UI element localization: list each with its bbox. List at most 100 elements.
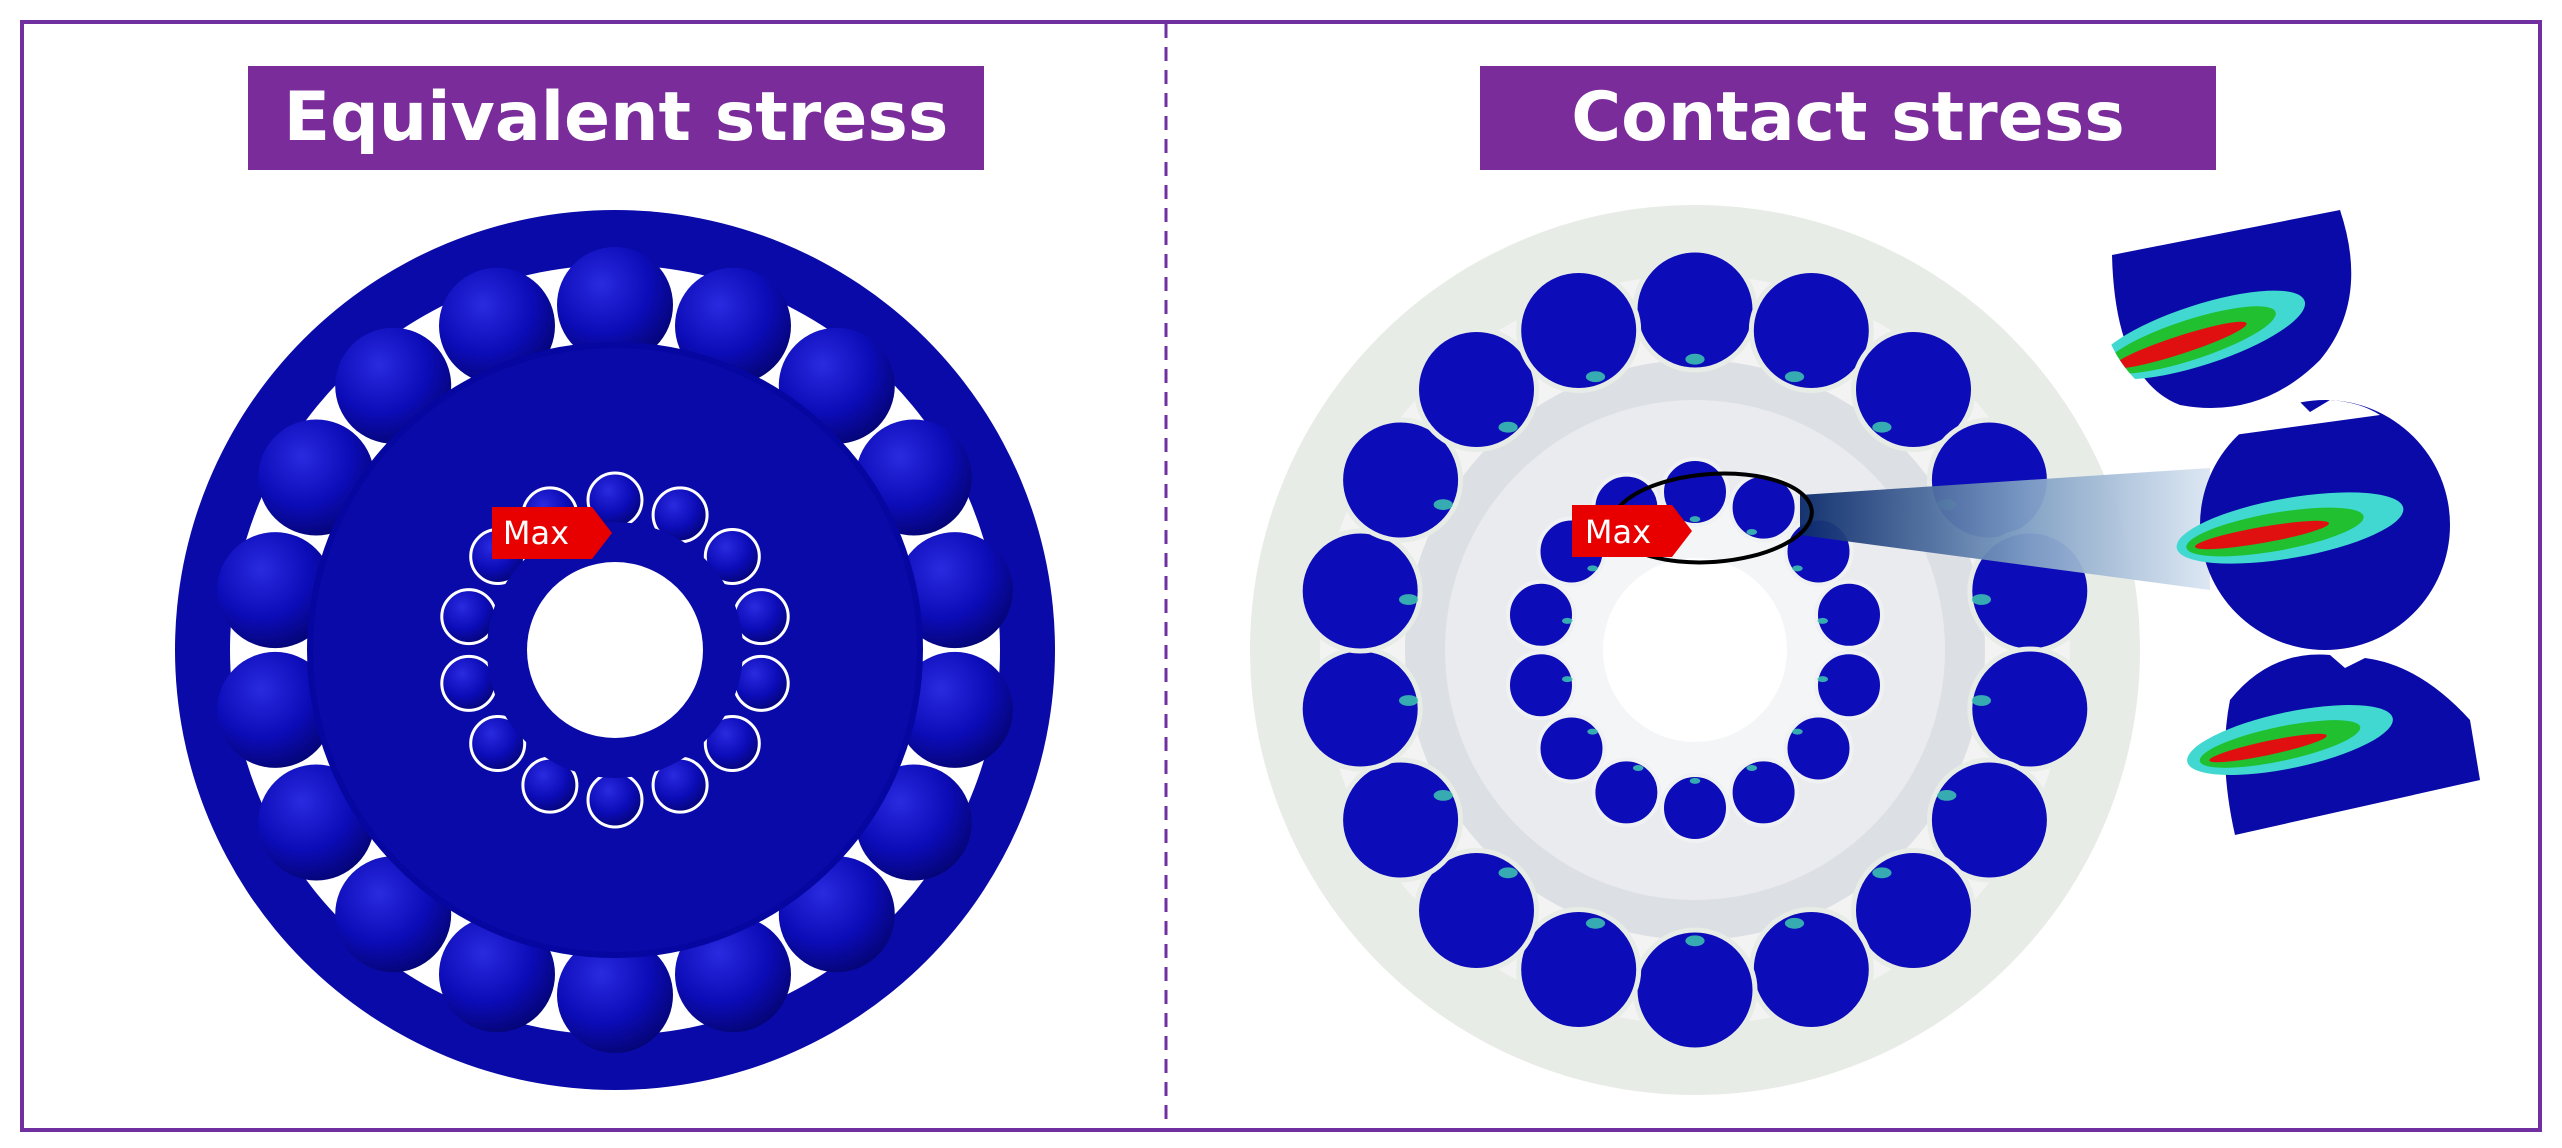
- contact-spot: [1817, 676, 1828, 683]
- bearing-left: [175, 210, 1055, 1090]
- rolling-ball: [732, 588, 790, 646]
- panel-title-right: Contact stress: [1571, 78, 2125, 157]
- contact-spot: [1685, 353, 1705, 365]
- contact-spot: [1689, 516, 1701, 523]
- figure-frame: [20, 20, 2542, 1132]
- rolling-ball: [440, 588, 498, 646]
- contact-spot: [1937, 790, 1957, 801]
- rolling-ball: [703, 528, 761, 585]
- rolling-ball: [1728, 757, 1799, 828]
- rolling-ball: [1926, 757, 2052, 883]
- contact-spot: [1433, 499, 1453, 510]
- rolling-ball: [557, 247, 673, 363]
- max-label-left: Max: [503, 514, 569, 552]
- contact-spot: [1784, 371, 1805, 383]
- rolling-ball: [1728, 472, 1799, 543]
- rolling-ball: [1748, 907, 1874, 1032]
- detail-ball-bottom: [2187, 654, 2480, 835]
- rolling-ball: [1660, 773, 1730, 843]
- rolling-ball: [732, 654, 790, 712]
- rolling-ball: [1297, 528, 1423, 654]
- contact-spot: [1872, 421, 1892, 433]
- rolling-ball: [1414, 327, 1539, 452]
- rolling-ball: [675, 916, 791, 1033]
- middle-ring-shade: [307, 342, 923, 958]
- contact-spot: [1971, 695, 1991, 706]
- contact-spot: [1971, 594, 1991, 605]
- bore-hole: [527, 562, 703, 738]
- contact-spot: [1433, 790, 1453, 801]
- outer-ball-row: [217, 247, 1013, 1053]
- bore-hole-right: [1603, 558, 1787, 742]
- contact-spot: [1792, 728, 1803, 735]
- rolling-ball: [1516, 268, 1642, 393]
- max-label-right: Max: [1585, 513, 1651, 551]
- contact-spot: [1689, 777, 1701, 784]
- contact-spot: [1746, 529, 1758, 535]
- max-marker-right: Max: [1572, 505, 1692, 557]
- contact-spot: [1792, 565, 1803, 572]
- hotspot-top-red: [2113, 321, 2247, 369]
- contact-spot: [1399, 695, 1419, 706]
- contact-spot: [1498, 421, 1518, 433]
- panel-contact-stress: Contact stress Max: [1250, 66, 2480, 1095]
- detail-ball-middle: [2176, 400, 2450, 650]
- rolling-ball: [896, 651, 1013, 768]
- bearing-right: [1250, 205, 2140, 1095]
- contact-spot: [1585, 371, 1606, 383]
- rolling-ball: [1297, 646, 1423, 772]
- rolling-ball: [1632, 927, 1758, 1053]
- panel-title-left: Equivalent stress: [284, 78, 949, 157]
- max-flag-left: [492, 507, 612, 559]
- max-marker-left: Max: [492, 507, 612, 559]
- hotspot-bot-red: [2209, 733, 2327, 763]
- max-flag-right: [1572, 505, 1692, 557]
- rolling-ball: [469, 715, 527, 772]
- rolling-ball: [675, 267, 791, 384]
- rolling-ball: [439, 916, 555, 1033]
- rolling-ball: [1516, 907, 1642, 1032]
- rolling-ball: [1748, 268, 1874, 393]
- rolling-ball: [703, 715, 761, 772]
- contact-spot: [1587, 565, 1598, 572]
- contact-spot: [1562, 676, 1573, 683]
- rolling-ball: [1851, 327, 1976, 452]
- rolling-ball: [586, 771, 644, 829]
- contact-spot: [1585, 917, 1606, 929]
- rolling-ball: [1851, 848, 1976, 973]
- contact-spot: [1562, 617, 1573, 624]
- contact-spot: [1498, 867, 1518, 879]
- contact-spot: [1784, 917, 1805, 929]
- contact-spot: [1685, 935, 1705, 947]
- title-box-right: [1480, 66, 2216, 170]
- rolling-ball: [440, 654, 498, 712]
- rolling-ball: [217, 651, 334, 768]
- contact-spot: [1399, 594, 1419, 605]
- contact-spot: [1872, 867, 1892, 879]
- contact-spot: [1817, 617, 1828, 624]
- rolling-ball: [1414, 848, 1539, 973]
- rolling-ball: [1814, 579, 1884, 650]
- rolling-ball: [557, 937, 673, 1053]
- rolling-ball: [1632, 247, 1758, 373]
- rolling-ball: [1536, 713, 1607, 784]
- rolling-ball: [1338, 417, 1464, 543]
- detail-ball-top: [2099, 210, 2352, 408]
- contact-spot: [1632, 765, 1644, 771]
- rolling-ball: [1338, 757, 1464, 883]
- panel-equivalent-stress: Equivalent stress Max: [175, 66, 1055, 1090]
- hotspot-mid-red: [2195, 520, 2329, 550]
- rolling-ball: [1967, 646, 2093, 772]
- rolling-ball: [1506, 579, 1576, 650]
- rolling-ball: [1591, 757, 1662, 828]
- rolling-ball: [1814, 650, 1884, 721]
- contact-spot: [1746, 765, 1758, 771]
- rolling-ball: [1506, 650, 1576, 721]
- rolling-ball: [439, 267, 555, 384]
- title-box-left: [248, 66, 984, 170]
- rolling-ball: [217, 532, 334, 649]
- rolling-ball: [1783, 713, 1854, 784]
- contact-spot: [1587, 728, 1598, 735]
